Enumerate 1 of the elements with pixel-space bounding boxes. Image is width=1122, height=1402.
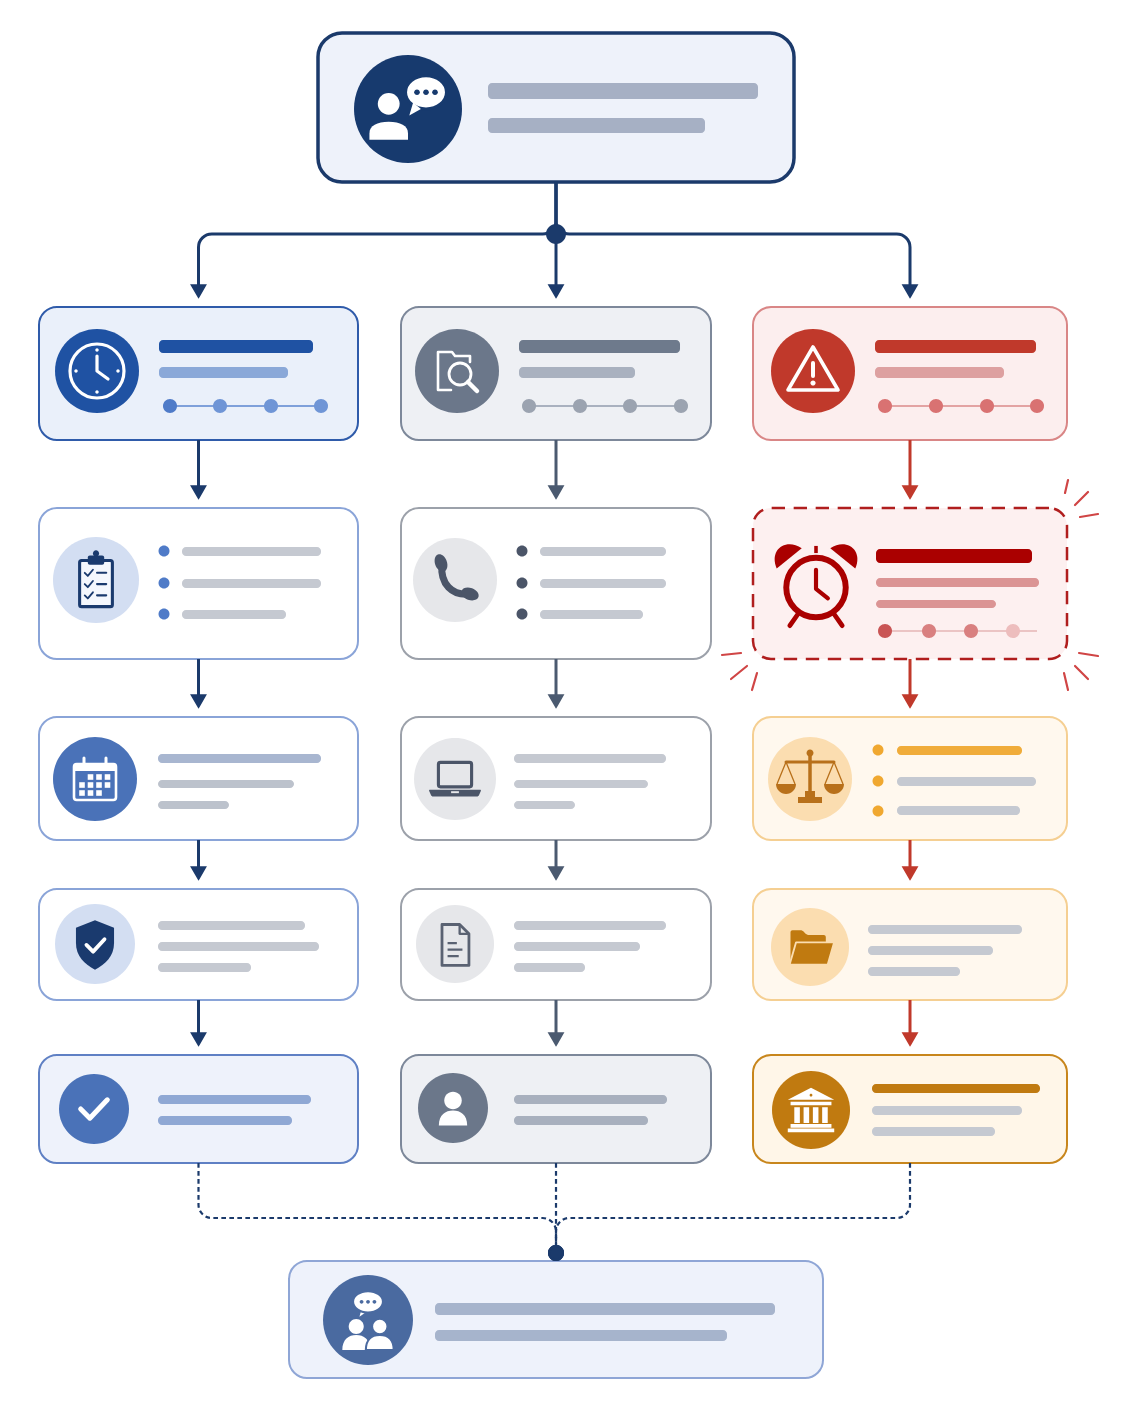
connector-line (548, 1163, 912, 1261)
